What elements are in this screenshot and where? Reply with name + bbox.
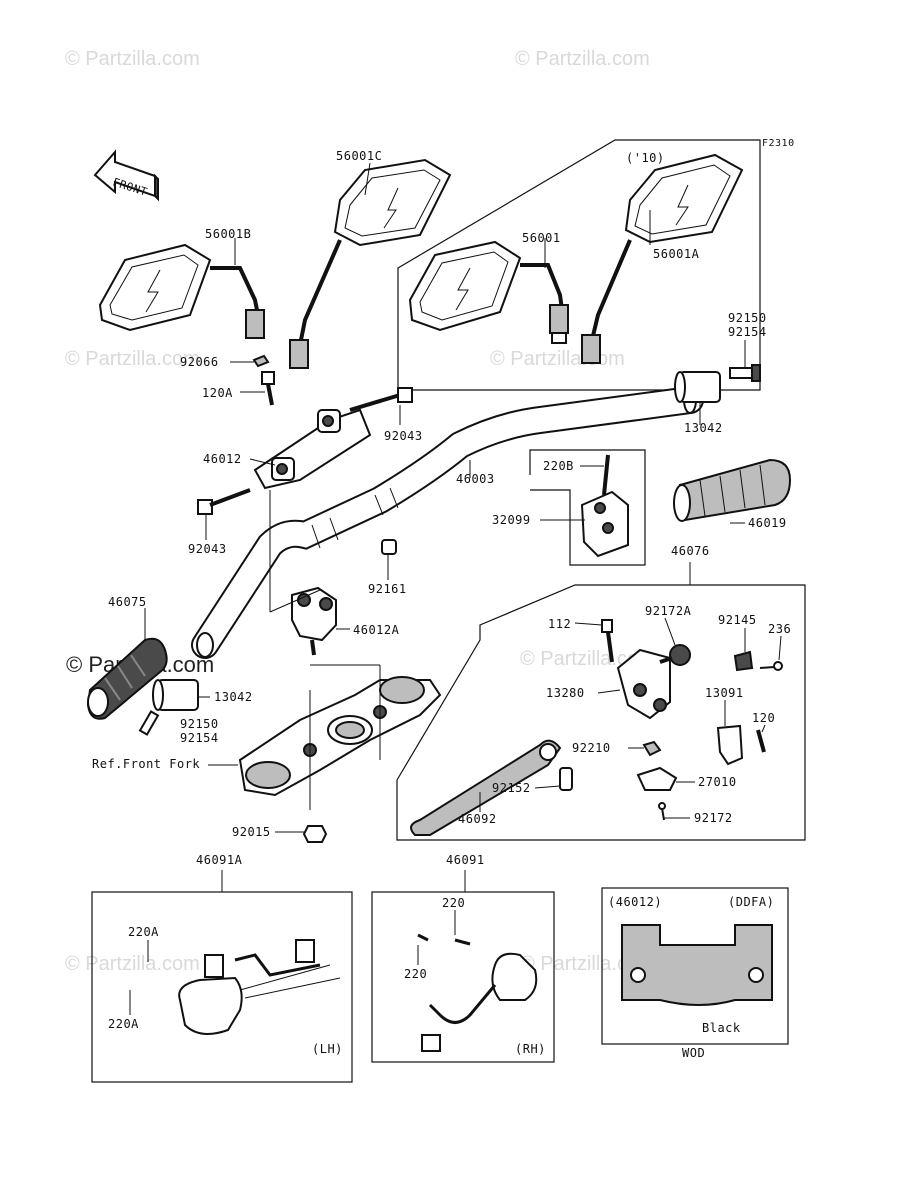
holder-46012A	[291, 586, 337, 656]
mirror-56001	[408, 240, 569, 344]
screw-92150-bot	[138, 710, 160, 736]
grip-46019	[673, 458, 792, 522]
callout: 92150	[180, 717, 219, 731]
callout: 46091	[446, 853, 485, 867]
callout: 92154	[180, 731, 219, 745]
callout: 92172A	[645, 604, 692, 618]
upper-bracket	[238, 676, 442, 797]
callout: 92015	[232, 825, 271, 839]
callout: 220	[442, 896, 465, 910]
screw-92150-top	[729, 364, 761, 382]
callout: 92210	[572, 741, 611, 755]
callouts: 56001C 56001B 56001 56001A 92150 92154 9…	[108, 149, 791, 1031]
sub-box-rh: (RH)	[515, 1042, 546, 1056]
wod-color: Black	[702, 1021, 741, 1035]
callout: 56001A	[653, 247, 700, 261]
bolt-120A	[261, 371, 275, 406]
callout: 46019	[748, 516, 787, 530]
leader-lines	[129, 162, 782, 1015]
lever-bracket	[616, 648, 671, 720]
callout: 13091	[705, 686, 744, 700]
callout: 92161	[368, 582, 407, 596]
figure-code: F2310	[762, 138, 795, 149]
callout: 46012	[203, 452, 242, 466]
callout: 32099	[492, 513, 531, 527]
sub-box-lh: (LH)	[312, 1042, 343, 1056]
holder-46012	[253, 408, 372, 490]
callout: 46003	[456, 472, 495, 486]
lever-46092	[410, 739, 562, 836]
variant-year: ('10)	[626, 151, 665, 165]
bolt-112	[601, 619, 614, 663]
callout: 56001B	[205, 227, 251, 241]
callout: 220	[404, 967, 427, 981]
bolt-92043-top	[349, 387, 413, 412]
screw-236	[759, 661, 783, 671]
callout: 27010	[698, 775, 737, 789]
adjuster-92172A	[659, 644, 691, 666]
holder-cover	[621, 924, 773, 1006]
ref-label: Ref.Front Fork	[92, 757, 200, 771]
wod-code: (DDFA)	[728, 895, 774, 909]
screw-120	[756, 729, 766, 753]
grip-46075	[86, 637, 168, 720]
wod-box	[601, 887, 789, 1045]
callout: 13042	[214, 690, 253, 704]
watermark: © Partzilla.com	[490, 348, 625, 370]
clamp-13091	[716, 724, 744, 766]
callout: 13280	[546, 686, 585, 700]
switch-housing-32099	[580, 454, 629, 558]
mirror-56001A	[581, 153, 744, 364]
watermark: © Partzilla.com	[65, 48, 200, 70]
watermark: © Partzilla.com	[65, 953, 200, 975]
mirror-56001B	[98, 243, 265, 339]
callout: 120	[752, 711, 775, 725]
callout: 92154	[728, 325, 767, 339]
callout: 92066	[180, 355, 219, 369]
callout: 56001C	[336, 149, 382, 163]
nut-92210	[642, 740, 662, 757]
switch-46091A	[178, 939, 341, 1035]
bolt-92043-bot	[197, 488, 251, 515]
switch-46091	[417, 933, 538, 1052]
nut-92015	[302, 825, 328, 843]
watermark: © Partzilla.com	[515, 48, 650, 70]
callout: 56001	[522, 231, 561, 245]
box-46091	[371, 891, 555, 1063]
callout: 92150	[728, 311, 767, 325]
front-arrow-icon: FRONT	[93, 149, 159, 202]
nut-92161	[381, 539, 397, 555]
callout: 46012A	[353, 623, 400, 637]
wod-ref: (46012)	[608, 895, 662, 909]
clip-92145	[733, 650, 754, 672]
callout: 236	[768, 622, 791, 636]
callout: 46092	[458, 812, 497, 826]
screw-92172	[658, 802, 666, 821]
callout: 92172	[694, 811, 733, 825]
callout: 92043	[384, 429, 423, 443]
callout: 92152	[492, 781, 531, 795]
callout: 220B	[543, 459, 574, 473]
box-32099	[529, 449, 646, 566]
wod-footer: WOD	[682, 1046, 705, 1060]
callout: 220A	[108, 1017, 139, 1031]
callout: 120A	[202, 386, 233, 400]
mirror-56001C	[289, 158, 452, 369]
switch-27010	[636, 766, 678, 791]
callout: 92043	[188, 542, 227, 556]
callout: 92145	[718, 613, 757, 627]
nut-92066	[252, 354, 270, 368]
variant-box	[397, 139, 761, 391]
callout: 46076	[671, 544, 710, 558]
callout: 46091A	[196, 853, 243, 867]
bar-weight-13042-top	[674, 371, 721, 403]
callout: 220A	[128, 925, 159, 939]
callout: 13042	[684, 421, 723, 435]
watermark: © Partzilla.com	[65, 348, 200, 370]
callout: 46075	[108, 595, 147, 609]
spacer-92152	[559, 767, 573, 791]
callout: 112	[548, 617, 571, 631]
bar-weight-13042-bot	[152, 679, 199, 711]
